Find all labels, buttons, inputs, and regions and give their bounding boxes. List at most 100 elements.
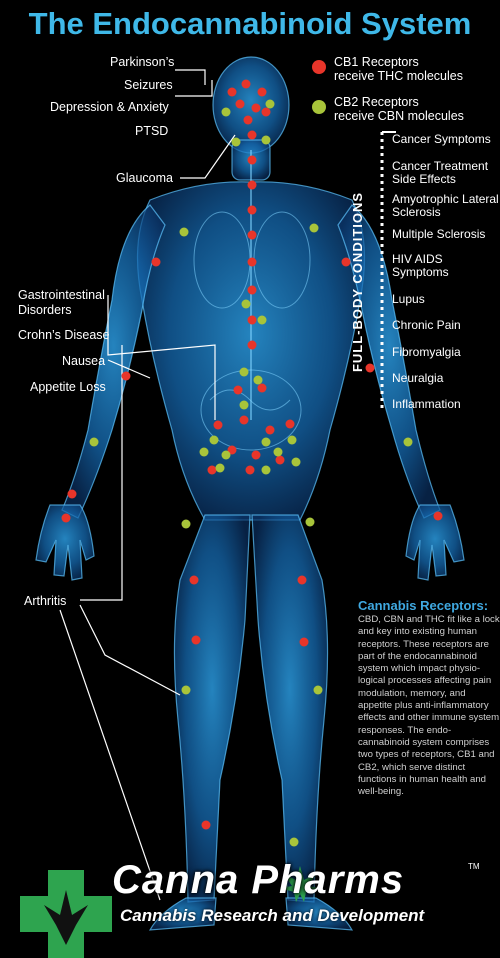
cb2-receptor-dot [221, 107, 231, 117]
brand-tagline: Cannabis Research and Development [120, 906, 425, 925]
cb1-receptor-dot [247, 130, 257, 140]
cb1-receptor-dot [297, 575, 307, 585]
label-crohns-disease: Crohn’s Disease [18, 328, 110, 342]
label-glaucoma: Glaucoma [116, 171, 173, 185]
cb2-receptor-dot [239, 367, 249, 377]
cb1-legend-dot [312, 60, 326, 74]
condition-fibromyalgia: Fibromyalgia [392, 345, 461, 359]
cb2-receptor-dot [199, 447, 209, 457]
cb1-receptor-dot [235, 99, 245, 109]
cb1-receptor-dot [201, 820, 211, 830]
cb1-receptor-dot [247, 315, 257, 325]
cb1-receptor-dot [247, 285, 257, 295]
condition-inflammation: Inflammation [392, 397, 461, 411]
condition-multiple-sclerosis: Multiple Sclerosis [392, 227, 486, 241]
cb2-receptor-dot [241, 299, 251, 309]
cb1-receptor-dot [247, 257, 257, 267]
cb1-receptor-dot [265, 425, 275, 435]
label-ptsd: PTSD [135, 124, 169, 138]
cb2-receptor-dot [257, 315, 267, 325]
cb2-receptor-dot [291, 457, 301, 467]
condition-lupus: Lupus [392, 292, 425, 306]
cb2-receptor-dot [253, 375, 263, 385]
cb1-receptor-dot [191, 635, 201, 645]
label-gastrointestinal: Gastrointestinal [18, 288, 105, 302]
cannabis-leaf-icon [280, 866, 320, 902]
full-body-conditions-label: FULL-BODY CONDITIONS [350, 191, 365, 373]
cb1-receptor-dot [241, 79, 251, 89]
cb1-receptor-dot [247, 230, 257, 240]
cb2-receptor-dot [231, 137, 241, 147]
cb2-receptor-dot [261, 135, 271, 145]
cb2-receptor-dot [89, 437, 99, 447]
cb2-receptor-dot [209, 435, 219, 445]
condition-neuralgia: Neuralgia [392, 371, 444, 385]
cb1-receptor-dot [257, 87, 267, 97]
cb2-receptor-dot [179, 227, 189, 237]
cb2-receptor-dot [273, 447, 283, 457]
cb2-receptor-dot [265, 99, 275, 109]
brand-name: Canna Pharms [112, 858, 405, 902]
label-parkinsons: Parkinson’s [110, 55, 175, 69]
label-nausea: Nausea [62, 354, 106, 368]
label-disorders: Disorders [18, 303, 72, 317]
cb1-receptor-dot [247, 180, 257, 190]
cb1-receptor-dot [261, 107, 271, 117]
cb2-receptor-dot [287, 435, 297, 445]
cb2-receptor-dot [313, 685, 323, 695]
label-appetite-loss: Appetite Loss [30, 380, 106, 394]
cb1-receptor-dot [61, 513, 71, 523]
cb2-receptor-dot [305, 517, 315, 527]
cb1-receptor-dot [239, 415, 249, 425]
cb1-receptor-dot [245, 465, 255, 475]
label-arthritis: Arthritis [24, 594, 67, 608]
cb1-receptor-dot [365, 363, 375, 373]
cb1-receptor-dot [243, 115, 253, 125]
condition-cancer-symptoms: Cancer Symptoms [392, 132, 491, 146]
cb1-receptor-dot [285, 419, 295, 429]
cb2-receptor-dot [261, 465, 271, 475]
condition-hiv-aids: HIV AIDS Symptoms [392, 252, 449, 279]
trademark-mark: TM [468, 862, 480, 871]
cb1-receptor-dot [247, 155, 257, 165]
cb1-receptor-dot [121, 371, 131, 381]
cb1-receptor-dot [275, 455, 285, 465]
label-seizures: Seizures [124, 78, 173, 92]
cb1-receptor-dot [247, 205, 257, 215]
cb2-receptor-dot [221, 450, 231, 460]
label-depression-anxiety: Depression & Anxiety [50, 100, 169, 114]
cb2-receptor-dot [309, 223, 319, 233]
cb1-receptor-dot [251, 103, 261, 113]
cb1-receptor-dot [67, 489, 77, 499]
cb1-receptor-dot [227, 87, 237, 97]
cb2-receptor-dot [181, 519, 191, 529]
cb2-receptor-dot [403, 437, 413, 447]
cb1-receptor-dot [151, 257, 161, 267]
cb2-receptor-dot [181, 685, 191, 695]
condition-chronic-pain: Chronic Pain [392, 318, 461, 332]
cb2-receptor-dot [261, 437, 271, 447]
cb2-receptor-dot [289, 837, 299, 847]
info-body: CBD, CBN and THC fit like a lock and key… [358, 614, 500, 798]
cb1-receptor-dot [299, 637, 309, 647]
condition-als: Amyotrophic Lateral Sclerosis [392, 192, 499, 219]
cb1-receptor-dot [247, 340, 257, 350]
cb1-receptor-dot [433, 511, 443, 521]
cb2-legend-dot [312, 100, 326, 114]
info-title: Cannabis Receptors: [358, 598, 489, 613]
cb2-receptor-dot [239, 400, 249, 410]
cb1-receptor-dot [251, 450, 261, 460]
cb1-receptor-dot [257, 383, 267, 393]
cb1-receptor-dot [227, 445, 237, 455]
cb1-receptor-dot [213, 420, 223, 430]
condition-cancer-treatment: Cancer Treatment Side Effects [392, 159, 489, 186]
cb2-receptor-dot [215, 463, 225, 473]
cb1-receptor-dot [341, 257, 351, 267]
page-title: The Endocannabinoid System [28, 6, 472, 41]
leader-lines [59, 69, 236, 901]
cb1-receptor-dot [207, 465, 217, 475]
cross-logo [20, 870, 112, 958]
